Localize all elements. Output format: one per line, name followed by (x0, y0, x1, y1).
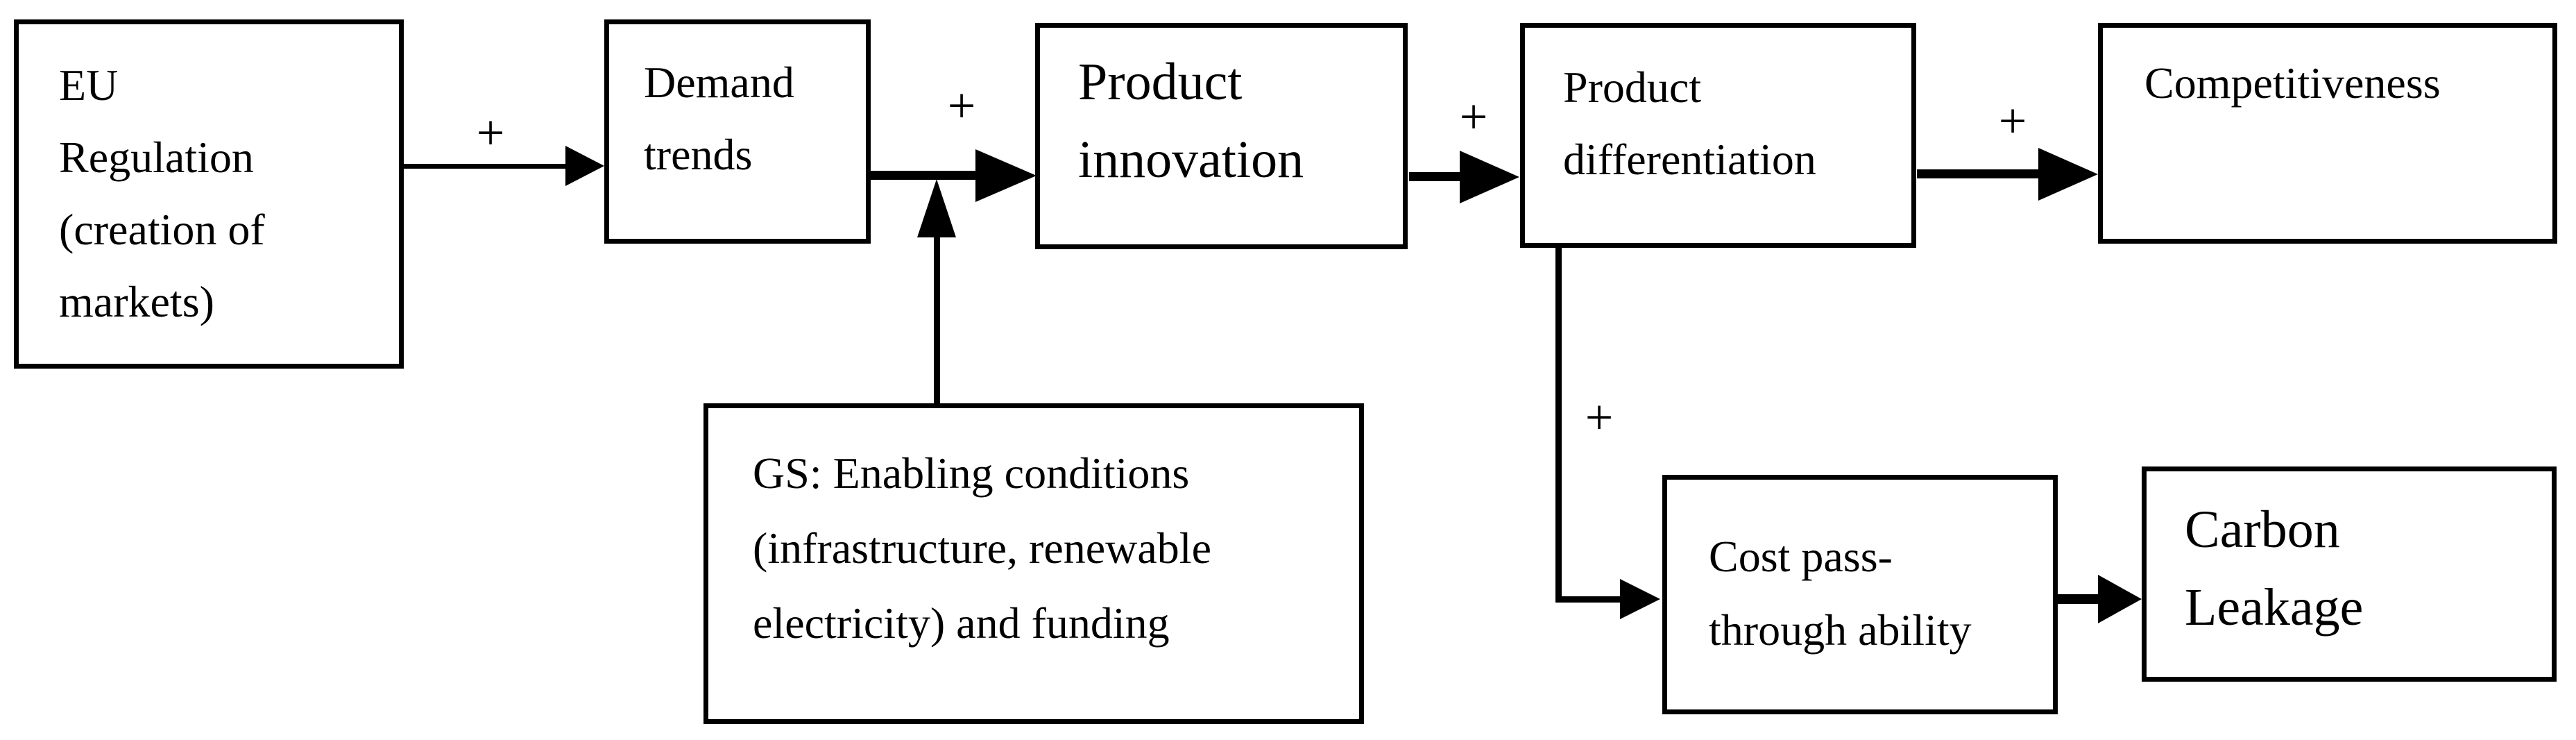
node-product-differentiation: Product differentiation (1520, 23, 1916, 248)
arrowhead-right (1620, 579, 1660, 619)
arrowhead-right (2038, 148, 2098, 201)
polarity-label: + (1998, 93, 2027, 149)
edge-line (1555, 596, 1625, 603)
node-label-line: (creation of (59, 205, 265, 254)
node-label-line: (infrastructure, renewable (753, 523, 1211, 573)
node-label-line: Product (1078, 53, 1243, 111)
node-label-line: Regulation (59, 133, 254, 182)
polarity-label: + (476, 105, 505, 160)
arrowhead-up (917, 179, 956, 237)
node-eu-regulation: EU Regulation (creation of markets) (14, 19, 404, 369)
node-label-line: electricity) and funding (753, 598, 1170, 648)
edge-line (871, 171, 985, 180)
polarity-label: + (947, 78, 976, 133)
arrowhead-right (975, 149, 1037, 202)
node-gs-enabling-conditions: GS: Enabling conditions (infrastructure,… (703, 403, 1364, 724)
node-label-line: Product (1563, 62, 1702, 112)
edge-line (402, 164, 569, 169)
node-label-line: GS: Enabling conditions (753, 448, 1190, 498)
node-product-innovation: Product innovation (1035, 23, 1408, 249)
arrowhead-right (1460, 151, 1519, 203)
node-label-line: trends (644, 130, 753, 179)
node-label-line: differentiation (1563, 135, 1816, 184)
edge-line (1917, 169, 2042, 178)
node-label-line: Competitiveness (2144, 58, 2441, 108)
polarity-label: + (1585, 389, 1614, 445)
arrowhead-right (2098, 575, 2142, 623)
edge-line-vertical (1555, 246, 1562, 602)
arrowhead-right (565, 146, 604, 186)
polarity-label: + (1459, 89, 1488, 144)
edge-line (934, 233, 940, 405)
node-label-line: Leakage (2185, 578, 2364, 637)
node-label-line: markets) (59, 277, 214, 326)
edge-line (1409, 172, 1465, 181)
edge-line (2058, 594, 2101, 604)
node-demand-trends: Demand trends (604, 19, 871, 244)
node-label-line: Carbon (2185, 501, 2340, 559)
node-label-line: Demand (644, 58, 794, 107)
node-cost-pass-through: Cost pass- through ability (1662, 475, 2058, 714)
node-label-line: Cost pass- (1709, 532, 1893, 581)
node-label-line: through ability (1709, 605, 1972, 655)
node-carbon-leakage: Carbon Leakage (2142, 466, 2557, 682)
node-label-line: EU (59, 60, 119, 110)
node-competitiveness: Competitiveness (2098, 23, 2557, 244)
node-label-line: innovation (1078, 131, 1304, 189)
